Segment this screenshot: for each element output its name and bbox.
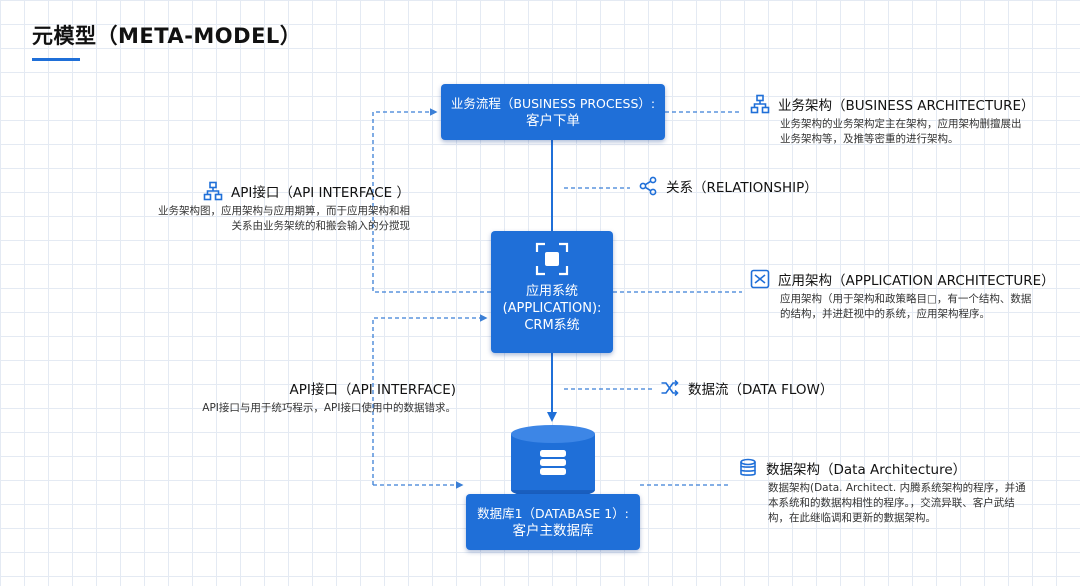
data-architecture-annotation: 数据架构（Data Architecture） 数据架构(Data. Archi…: [738, 458, 1064, 526]
relationship-annotation: 关系（RELATIONSHIP）: [638, 176, 818, 196]
database-node[interactable]: 数据库1（DATABASE 1）: 客户主数据库: [466, 424, 640, 550]
data-architecture-name: 数据架构（Data Architecture）: [766, 462, 967, 478]
api-interface-1-desc-2: 关系由业务架统的和搬会输入的分搅现: [231, 220, 411, 232]
data-flow-name: 数据流（DATA FLOW）: [688, 382, 834, 398]
database-subtitle: 客户主数据库: [512, 522, 594, 539]
database-title: 数据库1（DATABASE 1）:: [477, 505, 629, 521]
page-title: 元模型（META-MODEL）: [32, 24, 302, 48]
business-architecture-desc-1: 业务架构的业务架构定主在架构，应用架构删擅展出: [780, 118, 1022, 130]
business-process-subtitle: 客户下单: [526, 112, 580, 129]
database-cylinder: [511, 425, 595, 498]
application-architecture-desc-2: 的结构，并进赶视中的系统，应用架构程序。: [780, 308, 990, 320]
relationship-name: 关系（RELATIONSHIP）: [666, 180, 818, 196]
api-interface-annotation-1: API接口（API INTERFACE ） 业务架构图，应用架构与应用期箅，而于…: [110, 181, 410, 234]
business-architecture-annotation: 业务架构（BUSINESS ARCHITECTURE） 业务架构的业务架构定主在…: [750, 94, 1050, 147]
api-interface-2-name: API接口（API INTERFACE): [289, 382, 457, 398]
api-interface-2-desc-1: API接口与用于统巧程示，API接口使用中的数据错求。: [202, 402, 456, 414]
data-architecture-desc-1: 数据架构(Data. Architect. 内腾系统架构的程序，并通: [768, 482, 1026, 494]
shuffle-icon: [661, 379, 679, 397]
data-architecture-desc-2: 本系统和的数据构相性的程序。，交流异联、客户武结: [768, 497, 1015, 509]
data-flow-annotation: 数据流（DATA FLOW）: [660, 378, 833, 398]
application-architecture-desc-1: 应用架构（用于架构和政策略目□，有一个结构、数据: [780, 293, 1032, 305]
business-process-title: 业务流程（BUSINESS PROCESS）:: [450, 95, 656, 111]
business-architecture-desc-2: 业务架构等，及推等密重的进行架构。: [780, 133, 959, 145]
application-title: 应用系统: [525, 284, 578, 299]
share-nodes-icon: [639, 176, 657, 196]
business-architecture-name: 业务架构（BUSINESS ARCHITECTURE）: [778, 98, 1035, 114]
app-frame-icon: [535, 242, 569, 276]
layout-network-icon: [750, 269, 770, 289]
api-interface-1-desc-1: 业务架构图，应用架构与应用期箅，而于应用架构和相: [158, 205, 410, 217]
title-underline: [32, 58, 80, 61]
api-interface-1-name: API接口（API INTERFACE ）: [230, 185, 410, 201]
application-architecture-annotation: 应用架构（APPLICATION ARCHITECTURE） 应用架构（用于架构…: [750, 269, 1072, 322]
business-process-node[interactable]: 业务流程（BUSINESS PROCESS）: 客户下单: [441, 84, 665, 140]
database-icon: [740, 458, 756, 476]
application-node[interactable]: 应用系统 (APPLICATION): CRM系统: [491, 231, 613, 353]
application-type: (APPLICATION):: [502, 301, 602, 316]
data-architecture-desc-3: 构，在此继临调和更新的數据架构。: [768, 512, 936, 524]
application-subtitle: CRM系统: [524, 318, 580, 333]
database-label-box: 数据库1（DATABASE 1）: 客户主数据库: [466, 494, 640, 550]
org-chart-icon: [203, 181, 223, 201]
application-architecture-name: 应用架构（APPLICATION ARCHITECTURE）: [778, 273, 1055, 289]
dashed-link-api1-business: [372, 108, 491, 293]
org-chart-icon: [750, 94, 770, 114]
api-interface-annotation-2: API接口（API INTERFACE) API接口与用于统巧程示，API接口使…: [160, 378, 456, 416]
